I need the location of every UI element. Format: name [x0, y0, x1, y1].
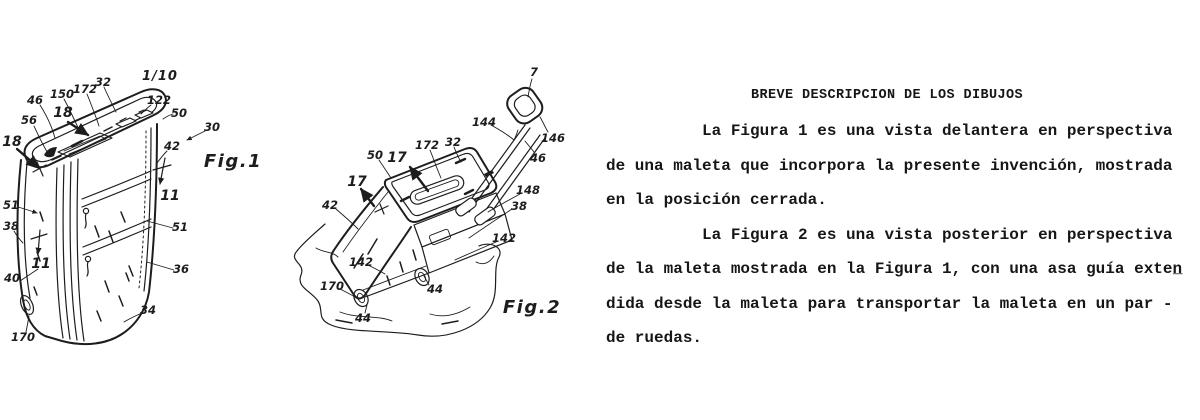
fig2-label-7: 7: [530, 65, 538, 79]
fig1-label-30: 30: [204, 120, 220, 134]
description-line: de la maleta mostrada en la Figura 1, co…: [606, 260, 1183, 278]
fig2-leader-lines: [335, 78, 549, 314]
fig1-label-122: 122: [147, 93, 171, 107]
fig2-label-17a: 17: [387, 150, 407, 166]
fig1-caption: Fig.1: [204, 151, 262, 172]
fig2-label-144: 144: [472, 115, 496, 129]
fig1-label-32: 32: [95, 75, 111, 89]
fig1-label-50: 50: [171, 106, 187, 120]
fig1-leader-lines: [13, 86, 206, 333]
fig1-section-arrows: [15, 120, 172, 255]
fig1-label-150: 150: [50, 87, 74, 101]
fig1-suitcase-body: [16, 88, 167, 346]
sheet-number: 1/10: [142, 69, 178, 84]
fig1-label-18b: 18: [2, 134, 22, 150]
fig2-hatching: [353, 238, 417, 286]
fig1-label-11l: 11: [31, 256, 50, 272]
description-line: de ruedas.: [606, 329, 703, 347]
fig2-section-arrows: [359, 165, 430, 215]
description-line: de una maleta que incorpora la presente …: [606, 156, 1173, 175]
fig1-label-34: 34: [140, 303, 156, 317]
fig2-label-172: 172: [415, 138, 439, 152]
fig1-label-172: 172: [73, 82, 97, 96]
fig1-label-42: 42: [163, 139, 180, 153]
fig2-tow-handle: [455, 86, 546, 226]
fig1-label-18a: 18: [53, 105, 73, 121]
fig2-handle-grip: [506, 86, 544, 125]
description-block: BREVE DESCRIPCION DE LOS DIBUJOS La Figu…: [606, 78, 1198, 356]
figure-2-drawing: 7 144 146 46 32 172 50 17 17 42 148 38 1…: [293, 65, 565, 337]
description-line: dida desde la maleta para transportar la…: [606, 294, 1173, 313]
fig2-label-46: 46: [529, 151, 546, 165]
fig2-label-44a: 44: [426, 282, 443, 296]
fig2-label-142b: 142: [349, 255, 373, 269]
description-line: en la posición cerrada.: [606, 191, 827, 209]
fig2-label-42: 42: [321, 198, 338, 212]
fig1-label-170: 170: [11, 330, 35, 344]
fig2-label-38: 38: [511, 199, 527, 213]
figure-1-drawing: 1/10 32 172 150 46 122 50 56 18 18 30 42…: [2, 69, 262, 346]
fig2-label-170: 170: [320, 279, 344, 293]
fig2-label-142a: 142: [492, 231, 516, 245]
description-line: La Figura 2 es una vista posterior en pe…: [606, 225, 1173, 244]
fig1-hatching: [33, 126, 134, 322]
fig1-label-36: 36: [173, 262, 189, 276]
fig2-label-146: 146: [541, 131, 565, 145]
fig1-label-38: 38: [3, 219, 19, 233]
fig1-label-40: 40: [3, 271, 20, 285]
fig2-label-32: 32: [445, 135, 461, 149]
fig1-label-51l: 51: [3, 198, 19, 212]
fig2-label-17b: 17: [347, 174, 367, 190]
fig2-ground-surface: [293, 223, 501, 337]
fig1-label-51r: 51: [172, 220, 188, 234]
fig2-caption: Fig.2: [503, 297, 561, 318]
section-title: BREVE DESCRIPCION DE LOS DIBUJOS: [750, 88, 1024, 103]
fig2-label-50: 50: [367, 148, 383, 162]
fig1-label-56: 56: [21, 113, 37, 127]
fig2-suitcase-body: [330, 147, 513, 308]
description-line: La Figura 1 es una vista delantera en pe…: [606, 122, 1173, 140]
fig1-label-11r: 11: [160, 188, 179, 204]
fig2-label-44b: 44: [354, 311, 371, 325]
fig2-label-148: 148: [516, 183, 540, 197]
fig1-label-46: 46: [26, 93, 43, 107]
